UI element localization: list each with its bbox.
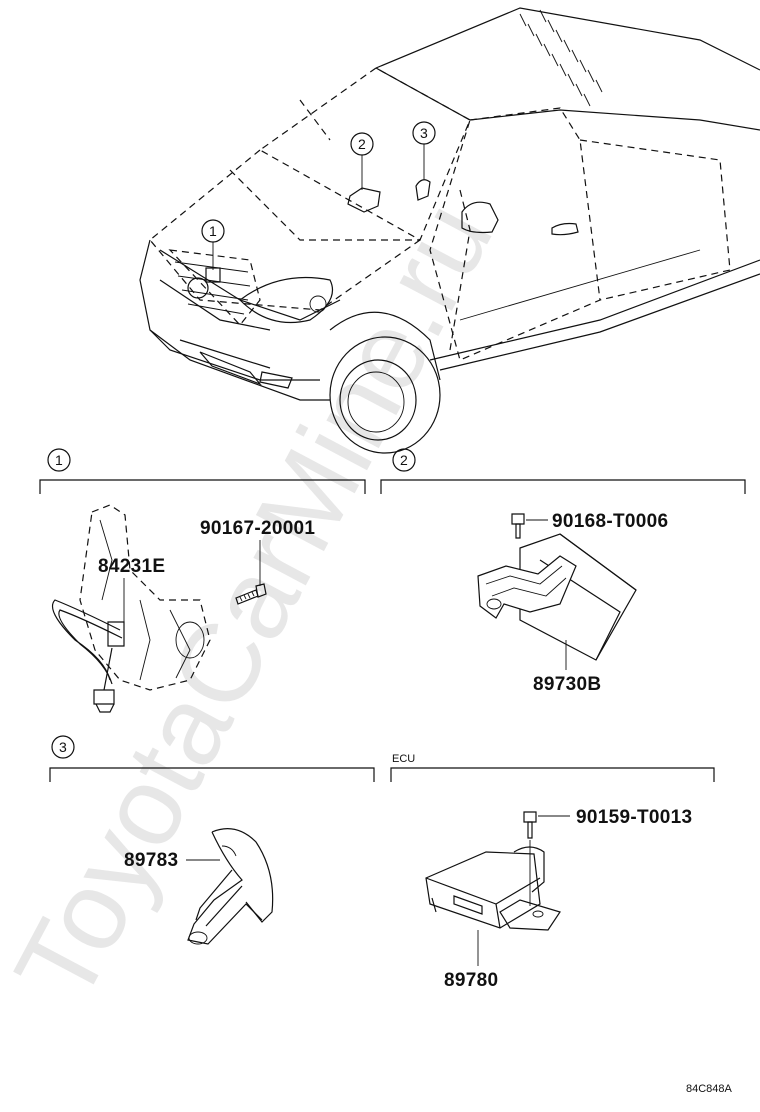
section-2: 2 90168-T0006 89730B [380,448,746,695]
part-number-89783: 89783 [124,850,178,871]
section-2-number-circle [392,448,416,472]
section-3: 3 89783 [49,735,375,945]
section-ecu: ECU 90159-T0013 89780 [390,753,715,991]
section-2-number: 2 [400,452,408,468]
part-number-90167-20001: 90167-20001 [200,518,315,539]
section-1-number: 1 [55,452,63,468]
horn-bracket-assembly-illustration [51,504,267,713]
part-number-90159-T0013: 90159-T0013 [576,807,692,828]
section-1-bracket [39,479,366,494]
section-3-number: 3 [59,739,67,755]
part-number-89730B: 89730B [533,674,601,695]
watermark: ToyotaCarMine.ru [0,182,516,1021]
sensor-89783-illustration [187,828,274,945]
roof-vents [519,9,603,107]
part-number-84231E: 84231E [98,556,165,577]
section-ecu-title: ECU [392,753,415,765]
section-1-number-circle [47,448,71,472]
section-2-bracket [380,479,746,494]
ecu-unit-illustration [425,811,561,931]
vehicle-overview-illustration: 1 2 3 [139,7,760,454]
diagram-code: 84C848A [686,1083,733,1095]
callout-1-label: 1 [209,223,217,239]
section-3-bracket [49,767,375,782]
section-ecu-bracket [390,767,715,782]
section-3-number-circle [51,735,75,759]
section-1: 1 84231E 90167-20001 [39,448,366,713]
callout-3-label: 3 [420,125,428,141]
part-number-90168-T0006: 90168-T0006 [552,511,668,532]
sensor-bracket-illustration [477,513,637,661]
callout-2-label: 2 [358,136,366,152]
part-number-89780: 89780 [444,970,498,991]
